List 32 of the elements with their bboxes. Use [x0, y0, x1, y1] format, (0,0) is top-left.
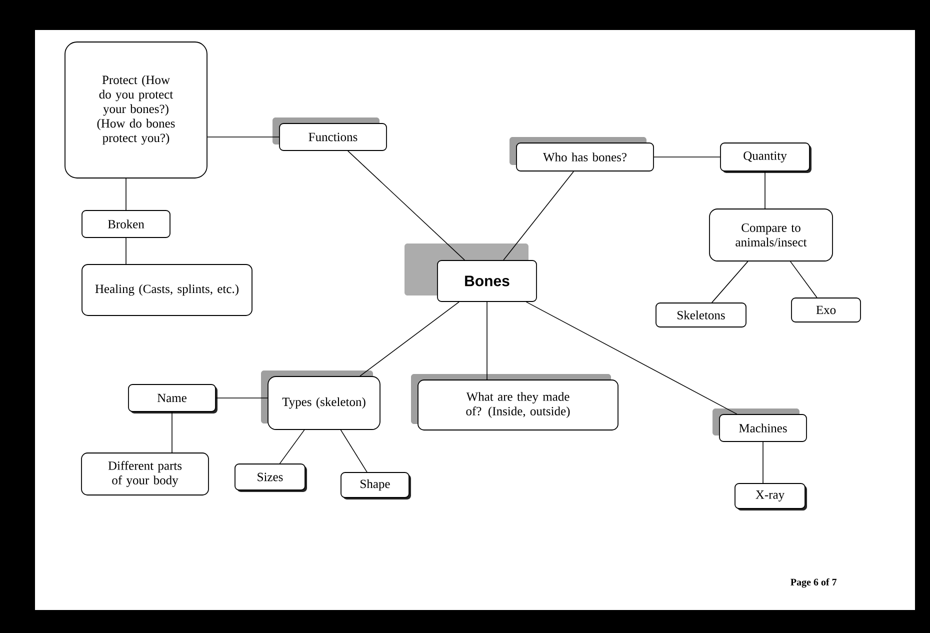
- topic-box: Protect (How do you protect your bones?) (How do bones protect you?): [64, 42, 208, 178]
- topic-box: Machines: [712, 408, 807, 442]
- connector-line: [526, 302, 738, 414]
- connector-line: [762, 442, 764, 484]
- connector-line: [207, 136, 280, 138]
- topic-box: Exo: [791, 298, 861, 322]
- topic-box: What are they made of? (Inside, outside): [411, 374, 618, 430]
- topic-box: Broken: [82, 210, 170, 238]
- topic-box: Name: [128, 384, 218, 414]
- connector-line: [486, 302, 488, 380]
- connector-line: [764, 171, 766, 209]
- connector-line: [503, 171, 574, 260]
- topic-box: Skeletons: [656, 302, 746, 328]
- topic-box: Who has bones?: [510, 137, 654, 172]
- topic-box: X-ray: [734, 483, 807, 510]
- topic-box: Healing (Casts, splints, etc.): [82, 264, 252, 316]
- connector-line: [340, 430, 368, 472]
- connector-line: [348, 150, 465, 260]
- topic-box: Types (skeleton): [261, 370, 380, 430]
- topic-box: Different parts of your body: [81, 452, 209, 496]
- page-number: Page 6 of 7: [790, 578, 837, 588]
- connector-line: [654, 156, 720, 158]
- topic-box: Quantity: [720, 142, 812, 173]
- topic-box: Shape: [340, 472, 411, 500]
- connector-line: [712, 261, 748, 303]
- connector-line: [790, 261, 818, 298]
- topic-box: Compare to animals/insect: [709, 208, 833, 262]
- connector-line: [360, 302, 460, 376]
- connector-line: [279, 430, 305, 464]
- topic-box: Bones: [404, 244, 537, 302]
- topic-box: Functions: [272, 118, 387, 151]
- topic-box: Sizes: [234, 464, 307, 492]
